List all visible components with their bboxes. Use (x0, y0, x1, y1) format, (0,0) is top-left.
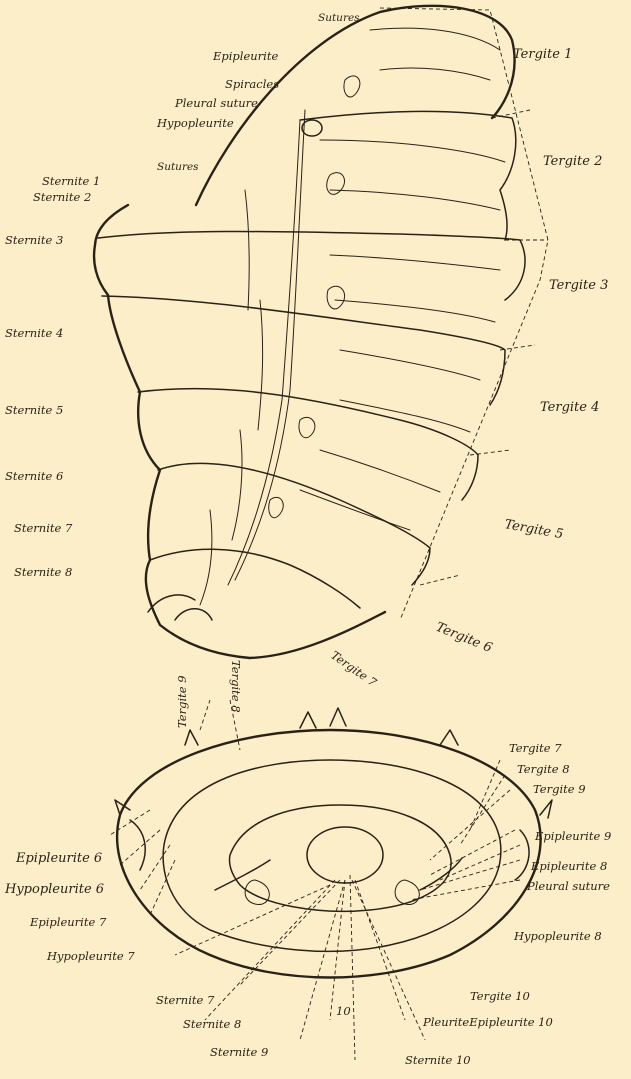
hypopleurite-label: Hypopleurite (156, 116, 234, 130)
lateral-abdomen-drawing (94, 6, 525, 658)
sternite-4-label: Sternite 4 (5, 326, 63, 340)
b-epipleurite-8-label: Epipleurite 8 (530, 859, 607, 873)
posterior-view-drawing (115, 708, 552, 978)
tergite-6-label: Tergite 6 (434, 620, 495, 656)
b-epipleurite-6-label: Epipleurite 6 (15, 851, 102, 866)
sternite-1-label: Sternite 1 (42, 174, 100, 188)
b-sternite-9-label: Sternite 9 (210, 1045, 268, 1059)
tergite-2-label: Tergite 2 (543, 154, 602, 169)
tergite-7-rotated-label: Tergite 7 (328, 648, 380, 690)
b-hypopleurite-6-label: Hypopleurite 6 (4, 882, 104, 897)
b-epipleurite-9-label: Epipleurite 9 (534, 829, 611, 843)
b-pleural-suture-label: Pleural suture (526, 879, 610, 893)
b-hypopleurite-7-label: Hypopleurite 7 (46, 949, 135, 963)
tergite-3-label: Tergite 3 (549, 278, 608, 293)
sutures-mid-label: Sutures (157, 161, 199, 173)
sternite-6-label: Sternite 6 (5, 469, 63, 483)
tergite-8-rotated-label: Tergite 8 (229, 660, 243, 713)
tergite-4-label: Tergite 4 (540, 400, 599, 415)
b-number-10: 10 (336, 1004, 351, 1018)
b-sternite-7-label: Sternite 7 (156, 993, 215, 1007)
sternite-8-label: Sternite 8 (14, 565, 72, 579)
b-tergite-7-label: Tergite 7 (509, 741, 562, 755)
b-tergite-9-label: Tergite 9 (533, 782, 586, 796)
sutures-top-label: Sutures (318, 12, 360, 24)
spiracles-label: Spiracles (225, 77, 279, 91)
tergite-1-label: Tergite 1 (513, 47, 572, 62)
b-tergite-10-label: Tergite 10 (470, 989, 530, 1003)
b-tergite-8-label: Tergite 8 (517, 762, 570, 776)
sternite-7-label: Sternite 7 (14, 521, 73, 535)
tergite-5-label: Tergite 5 (503, 517, 564, 542)
b-sternite-10-label: Sternite 10 (405, 1053, 471, 1067)
sternite-5-label: Sternite 5 (5, 403, 63, 417)
pleural-suture-label: Pleural suture (174, 96, 258, 110)
b-epipleurite-7-label: Epipleurite 7 (29, 915, 107, 929)
sternite-3-label: Sternite 3 (5, 233, 63, 247)
epipleurite-label: Epipleurite (212, 49, 278, 63)
b-pleurite-epipleurite-10-label: PleuriteEpipleurite 10 (422, 1015, 553, 1029)
sternite-2-label: Sternite 2 (33, 190, 91, 204)
b-sternite-8-label: Sternite 8 (183, 1017, 241, 1031)
tergite-9-rotated-label: Tergite 9 (175, 675, 189, 728)
b-hypopleurite-8-label: Hypopleurite 8 (513, 929, 602, 943)
